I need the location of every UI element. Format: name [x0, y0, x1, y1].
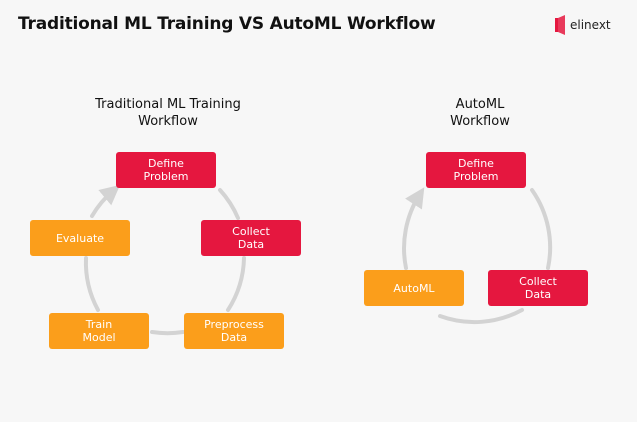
automl-node-collect-data: Collect Data [488, 270, 588, 306]
node-label: Define [458, 157, 494, 170]
arc-preprocess-to-train [150, 330, 185, 336]
node-label: Train [85, 318, 113, 331]
automl-title-line1: AutoML [455, 97, 505, 112]
node-label: Problem [453, 170, 499, 183]
arc-define-to-collect [218, 188, 240, 220]
trad-node-collect-data: Collect Data [201, 220, 301, 256]
trad-node-define-problem: Define Problem [116, 152, 216, 188]
trad-node-preprocess-data: Preprocess Data [184, 313, 284, 349]
logo-text: elinext [570, 18, 611, 32]
node-label: Problem [143, 170, 189, 183]
arc-evaluate-to-define [90, 184, 121, 218]
trad-node-train-model: Train Model [49, 313, 149, 349]
page-title: Traditional ML Training VS AutoML Workfl… [18, 14, 436, 34]
arc-train-to-evaluate [83, 256, 100, 312]
traditional-title-line2: Workflow [138, 114, 198, 129]
traditional-workflow-title: Traditional ML Training Workflow [68, 96, 268, 130]
automl-title-line2: Workflow [450, 114, 510, 129]
arc-collect-to-preprocess [226, 256, 246, 312]
arc-automl-define-to-collect [530, 188, 553, 270]
traditional-title-line1: Traditional ML Training [95, 97, 241, 112]
automl-workflow-title: AutoML Workflow [420, 96, 540, 130]
node-label: Data [524, 288, 552, 301]
node-label: Collect [519, 275, 557, 288]
trad-node-evaluate: Evaluate [30, 220, 130, 256]
node-label: AutoML [393, 281, 435, 295]
node-label: Collect [232, 225, 270, 238]
node-label: Data [237, 238, 265, 251]
node-label: Model [82, 331, 116, 344]
automl-node-define-problem: Define Problem [426, 152, 526, 188]
automl-node-automl: AutoML [364, 270, 464, 306]
node-label: Data [220, 331, 248, 344]
node-label: Define [148, 157, 184, 170]
elinext-logo-icon [555, 15, 565, 35]
node-label: Preprocess [204, 318, 264, 331]
node-label: Evaluate [55, 231, 105, 245]
elinext-logo: elinext [555, 14, 621, 36]
arc-automl-collect-to-automl [438, 308, 524, 325]
arc-automl-automl-to-define [402, 187, 425, 270]
